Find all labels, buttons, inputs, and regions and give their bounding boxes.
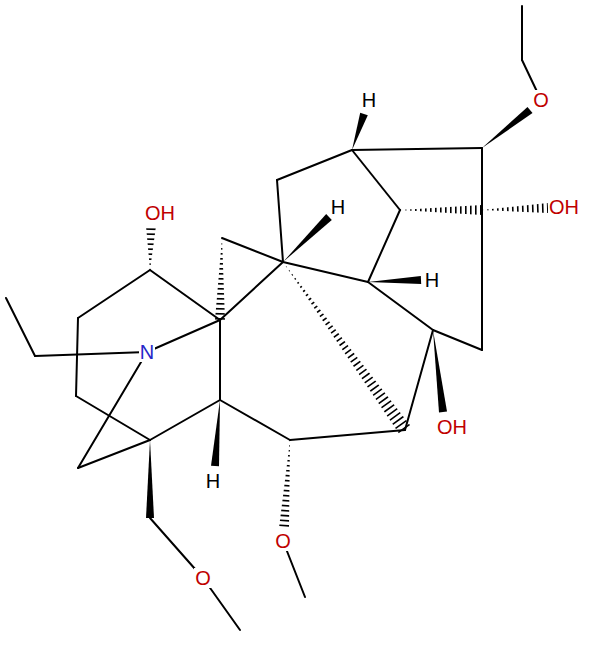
hashed-wedge-bond <box>283 262 411 434</box>
atom-label: OH <box>548 197 580 217</box>
bond-line <box>277 150 352 180</box>
bond-line <box>150 270 220 320</box>
bond-line <box>222 238 283 262</box>
bond-line <box>352 148 482 150</box>
bold-wedge-bond <box>352 113 368 150</box>
bond-line <box>220 400 290 440</box>
hashed-wedge-bond <box>146 226 156 270</box>
hashed-wedge-bonds <box>146 203 548 528</box>
hashed-wedge-bond <box>215 238 225 320</box>
bond-line <box>220 262 283 320</box>
bond-line <box>290 430 405 440</box>
atom-label: H <box>424 270 440 290</box>
bond-line <box>219 320 221 400</box>
bond-line <box>78 270 150 318</box>
bond-line <box>78 352 147 468</box>
atom-label: O <box>274 531 292 551</box>
bond-line <box>405 330 433 430</box>
bold-wedge-bond <box>146 440 154 518</box>
atom-label: O <box>194 568 212 588</box>
atom-label: OH <box>436 417 468 437</box>
bond-line <box>352 150 400 210</box>
atom-label: H <box>205 471 221 491</box>
bond-line <box>76 318 78 396</box>
bond-line <box>433 330 482 350</box>
bond-line <box>35 352 147 356</box>
bond-line <box>76 396 150 440</box>
hashed-wedge-bond <box>482 203 548 213</box>
bond-line <box>277 180 283 262</box>
hashed-wedge-bond <box>279 440 290 528</box>
bond-line <box>481 148 483 210</box>
bold-wedge-bonds <box>146 107 533 518</box>
atom-label: H <box>361 90 377 110</box>
atom-label: O <box>532 90 550 110</box>
bond-line <box>6 298 35 356</box>
bold-wedge-bond <box>482 107 533 148</box>
atom-label: N <box>139 342 155 362</box>
bold-wedge-bond <box>433 330 447 413</box>
bold-wedge-bond <box>368 276 421 284</box>
atom-label: H <box>330 197 346 217</box>
hashed-wedge-bond <box>400 205 482 215</box>
bond-line <box>147 320 220 352</box>
bold-wedge-bond <box>283 214 332 262</box>
bond-line <box>150 400 220 440</box>
bold-wedge-bond <box>211 400 220 466</box>
bond-line <box>368 210 400 282</box>
atom-label: OH <box>144 203 176 223</box>
bond-line <box>521 6 523 60</box>
bond-line <box>78 440 150 468</box>
bond-lines <box>6 6 541 630</box>
bond-line <box>481 210 483 350</box>
